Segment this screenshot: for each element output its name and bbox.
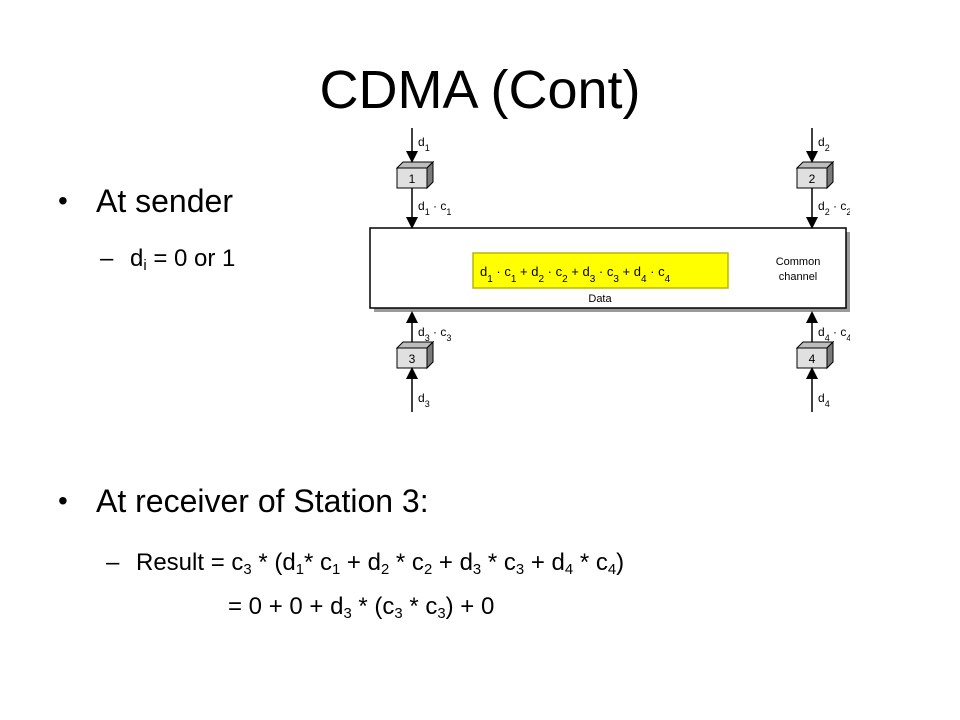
common-channel-label-1: Common	[776, 256, 821, 268]
bullet-dot: •	[58, 485, 68, 516]
result-equation-text: * (d	[251, 549, 296, 576]
result-equation-text: + d	[340, 549, 381, 576]
data-sum-highlight	[472, 252, 729, 289]
station-number-3: 3	[409, 352, 416, 366]
result-equation-text: * c	[389, 549, 424, 576]
result-equation-text: )	[616, 549, 625, 576]
result-equation-text: + d	[524, 549, 565, 576]
result-simplified: = 0 + 0 + d3 * (c3 * c3) + 0	[228, 593, 495, 623]
dash-marker: –	[100, 245, 114, 272]
result-simplified-text: = 0 + 0 + d	[228, 593, 344, 620]
result-equation-subscript: 3	[472, 562, 482, 579]
di-subscript: i	[143, 258, 147, 275]
result-equation-text: * c	[481, 549, 516, 576]
station-data-label-4: d4	[818, 391, 830, 409]
receiver-heading: At receiver of Station 3:	[96, 483, 429, 519]
data-label: Data	[588, 293, 612, 305]
result-equation-text: * c	[303, 549, 332, 576]
result-simplified-subscript: 3	[343, 606, 352, 623]
bullet-at-sender: • At sender	[58, 182, 233, 220]
result-simplified-text: * c	[402, 593, 438, 620]
result-equation-subscript: 4	[607, 562, 617, 579]
result-equation-subscript: 3	[243, 562, 252, 579]
station-number-2: 2	[809, 172, 816, 186]
station-number-4: 4	[809, 352, 816, 366]
sender-heading: At sender	[96, 183, 233, 219]
station-data-label-1: d1	[418, 135, 430, 153]
station-product-label-1: d1 · c1	[418, 199, 451, 217]
result-equation-subscript: 1	[295, 562, 304, 579]
station-product-label-3: d3 · c3	[418, 325, 451, 343]
dash-marker: –	[106, 549, 120, 576]
station-product-label-2: d2 · c2	[818, 199, 850, 217]
station-number-1: 1	[409, 172, 416, 186]
result-equation-subscript: 3	[515, 562, 525, 579]
result-equation: Result = c3 * (d1* c1 + d2 * c2 + d3 * c…	[136, 549, 625, 579]
result-simplified-text: ) + 0	[445, 593, 495, 620]
stations-group: 1 d1 d1 · c1 2 d2 d2 · c2 3 d3 d3 · c3 4 d4 d4 · c4	[395, 128, 850, 412]
result-equation-text: + d	[432, 549, 473, 576]
result-simplified-subscript: 3	[437, 606, 446, 623]
result-equation-text: * c	[573, 549, 608, 576]
result-equation-subscript: 1	[331, 562, 341, 579]
station-data-label-3: d3	[418, 391, 430, 409]
result-equation-subscript: 2	[380, 562, 390, 579]
result-equation-subscript: 2	[423, 562, 433, 579]
bullet-dot: •	[58, 185, 68, 216]
sub-bullet-di: – di = 0 or 1	[100, 244, 236, 275]
data-sum-expression: d1 · c1 + d2 · c2 + d3 · c3 + d4 · c4	[480, 264, 671, 285]
cdma-diagram: d1 · c1 + d2 · c2 + d3 · c3 + d4 · c4 Da…	[369, 128, 850, 412]
station-product-label-4: d4 · c4	[818, 325, 850, 343]
result-equation-subscript: 4	[564, 562, 574, 579]
station-data-label-2: d2	[818, 135, 830, 153]
result-equation-text: Result = c	[136, 549, 244, 576]
di-symbol: d	[130, 245, 144, 272]
result-line-1: – Result = c3 * (d1* c1 + d2 * c2 + d3 *…	[106, 548, 625, 579]
bullet-at-receiver: • At receiver of Station 3:	[58, 482, 429, 520]
result-simplified-text: * (c	[351, 593, 395, 620]
result-line-2: = 0 + 0 + d3 * (c3 * c3) + 0	[228, 592, 494, 622]
slide-title: CDMA (Cont)	[319, 60, 641, 120]
result-simplified-subscript: 3	[394, 606, 403, 623]
common-channel-label-2: channel	[779, 271, 818, 283]
di-values: = 0 or 1	[146, 245, 236, 272]
